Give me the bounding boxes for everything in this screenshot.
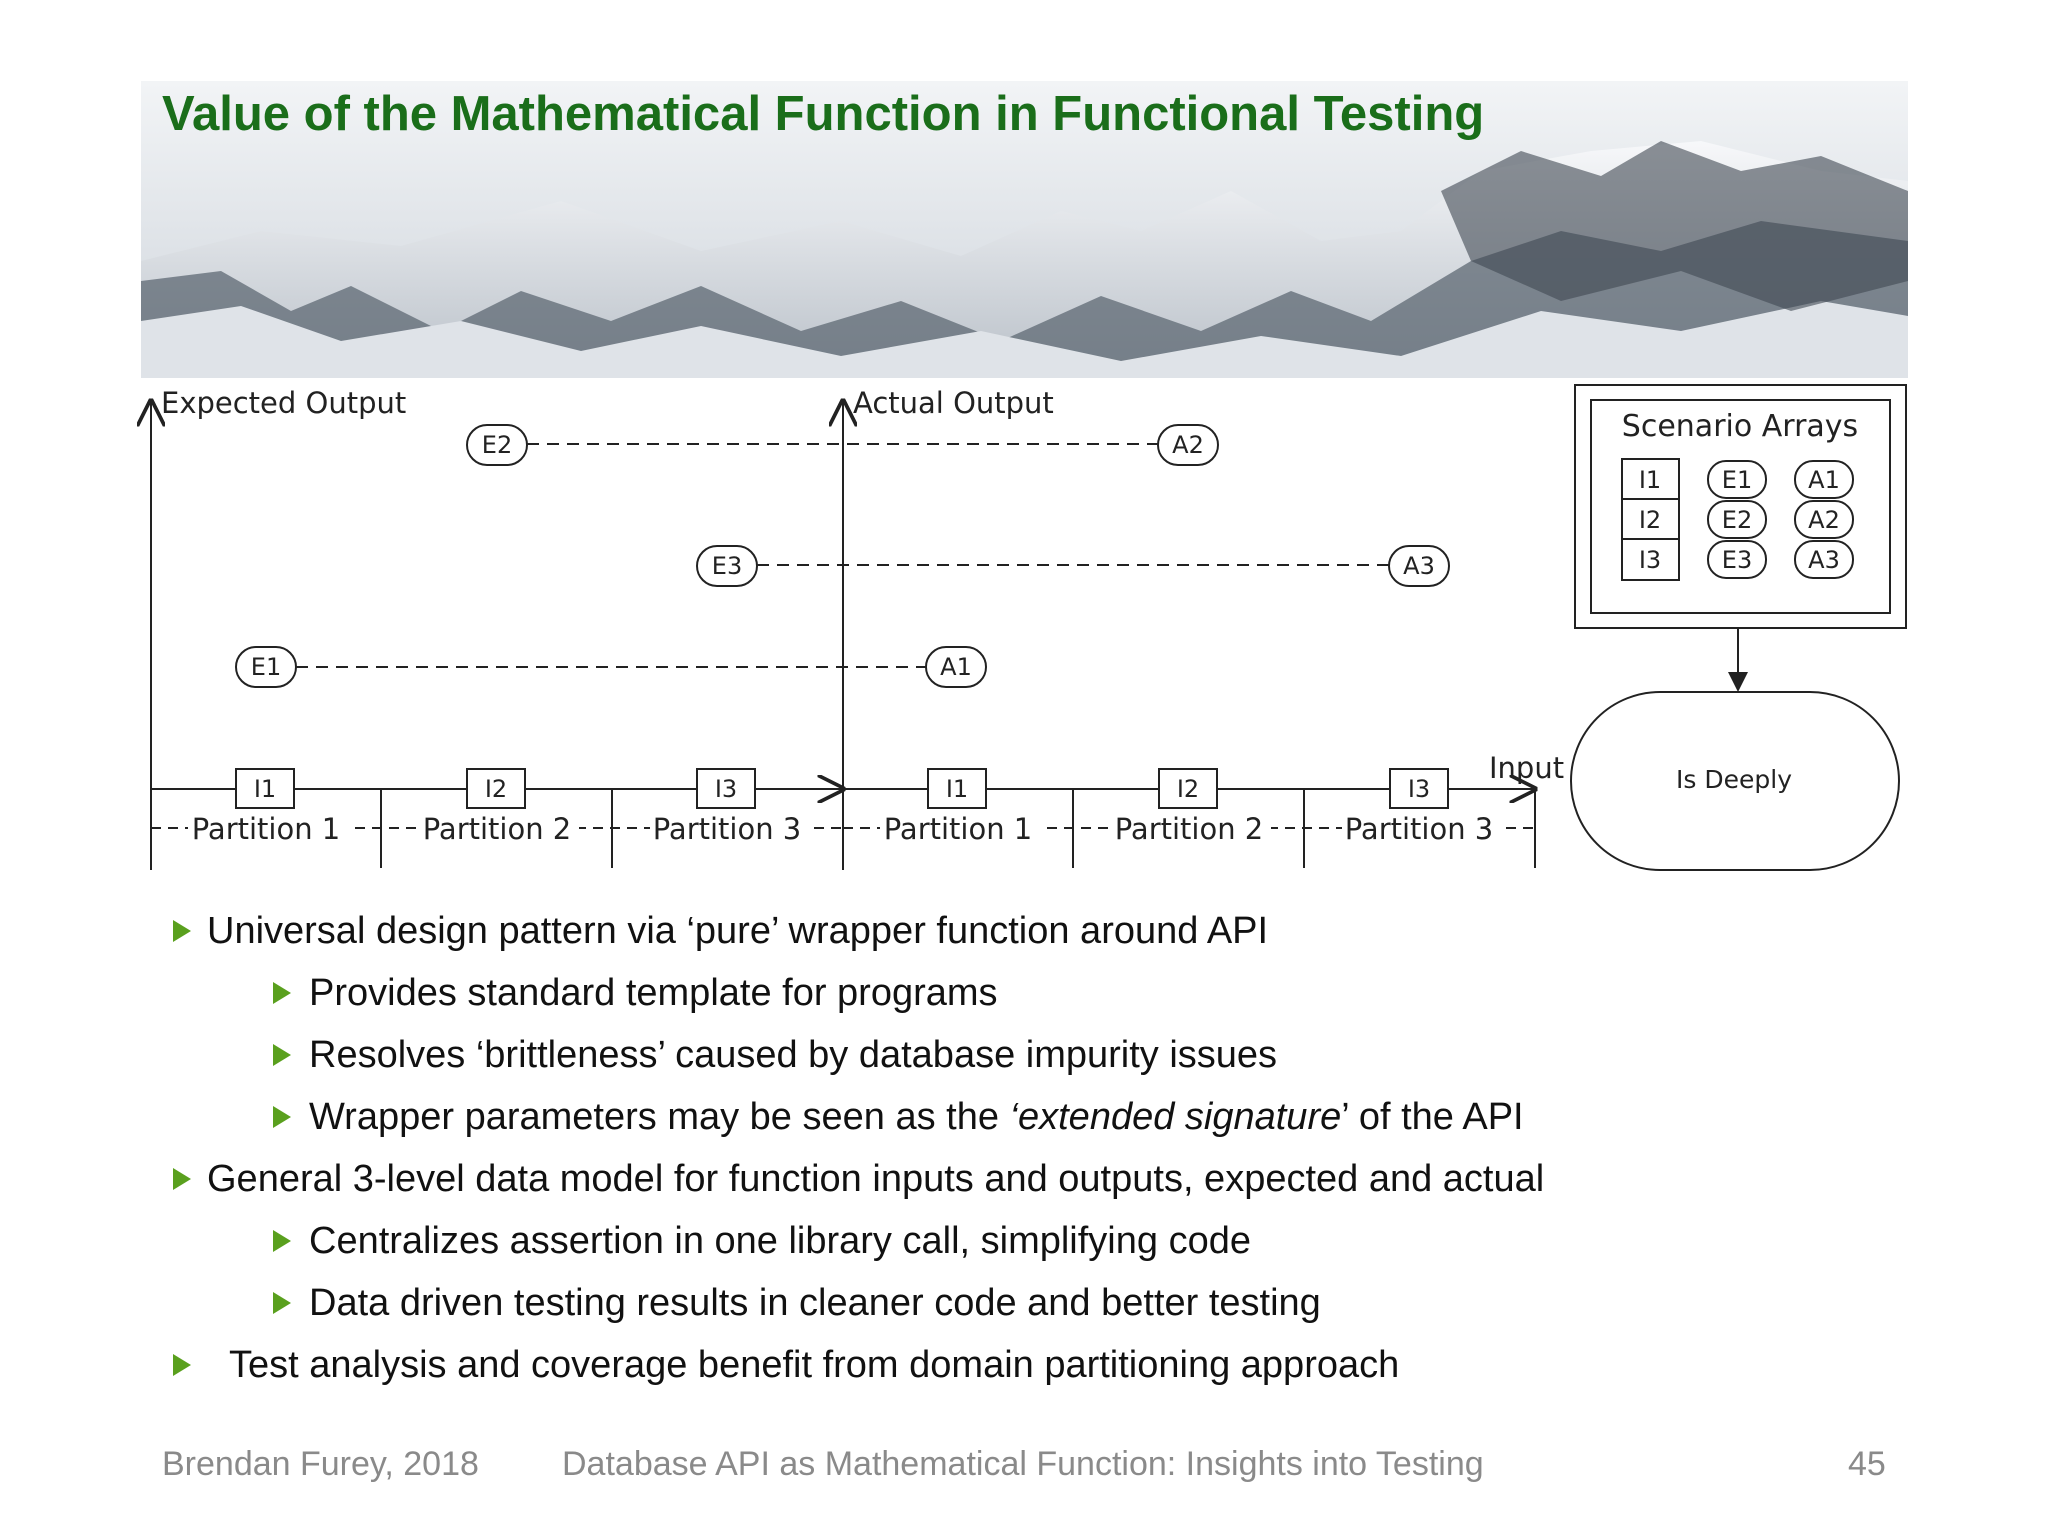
expected-node-e2: E2 [482, 431, 512, 459]
scenario-expected-e3: E3 [1722, 546, 1752, 574]
bullet-1-3-text: Wrapper parameters may be seen as the [309, 1096, 1010, 1138]
expected-output-axis-label: Expected Output [161, 386, 406, 420]
scenario-actual-a2: A2 [1808, 506, 1840, 534]
bullet-arrow-icon [173, 1354, 191, 1376]
bullet-1-3-italic: ‘extended signature [1010, 1096, 1342, 1138]
scenario-input-i2: I2 [1639, 506, 1661, 534]
right-input-box-3: I3 [1408, 775, 1430, 803]
bullet-arrow-icon [273, 1044, 291, 1066]
bullet-1-1: Provides standard template for programs [309, 972, 998, 1015]
scenario-input-i1: I1 [1639, 466, 1661, 494]
bullet-1-text: Universal design pattern via ‘pure’ wrap… [207, 910, 1268, 952]
left-input-box-2: I2 [485, 775, 507, 803]
bullet-arrow-icon [273, 1106, 291, 1128]
bullet-arrow-icon [273, 1292, 291, 1314]
actual-node-a1: A1 [940, 653, 972, 681]
footer-author: Brendan Furey, 2018 [162, 1445, 479, 1484]
left-input-box-1: I1 [254, 775, 276, 803]
bullet-2-2: Data driven testing results in cleaner c… [309, 1282, 1321, 1325]
bullet-2-text: General 3-level data model for function … [207, 1158, 1544, 1200]
actual-node-a3: A3 [1403, 552, 1435, 580]
bullet-1: Universal design pattern via ‘pure’ wrap… [207, 910, 1268, 953]
bullet-arrow-icon [273, 982, 291, 1004]
bullet-2: General 3-level data model for function … [207, 1158, 1544, 1201]
scenario-actual-a3: A3 [1808, 546, 1840, 574]
is-deeply-label: Is Deeply [1676, 765, 1792, 794]
right-partition-3-label: Partition 3 [1345, 812, 1494, 846]
left-partition-1-label: Partition 1 [192, 812, 341, 846]
expected-node-e3: E3 [712, 552, 742, 580]
bullet-1-2: Resolves ‘brittleness’ caused by databas… [309, 1034, 1277, 1077]
bullet-1-3-text-after: ’ of the API [1341, 1096, 1523, 1138]
bullet-arrow-icon [173, 920, 191, 942]
expected-node-e1: E1 [251, 653, 281, 681]
bullet-1-2-text: Resolves ‘brittleness’ caused by databas… [309, 1034, 1277, 1076]
input-axis-label: Input [1489, 751, 1564, 785]
bullet-2-2-text: Data driven testing results in cleaner c… [309, 1282, 1321, 1324]
scenario-expected-e2: E2 [1722, 506, 1752, 534]
scenario-expected-e1: E1 [1722, 466, 1752, 494]
footer-page-number: 45 [1848, 1445, 1886, 1484]
bullet-arrow-icon [273, 1230, 291, 1252]
right-input-box-1: I1 [946, 775, 968, 803]
bullet-arrow-icon [173, 1168, 191, 1190]
bullet-3: Test analysis and coverage benefit from … [229, 1344, 1399, 1387]
actual-node-a2: A2 [1172, 431, 1204, 459]
bullet-2-1: Centralizes assertion in one library cal… [309, 1220, 1251, 1263]
right-partition-1-label: Partition 1 [884, 812, 1033, 846]
scenario-actual-a1: A1 [1808, 466, 1840, 494]
right-partition-2-label: Partition 2 [1115, 812, 1264, 846]
left-input-box-3: I3 [715, 775, 737, 803]
bullet-1-1-text: Provides standard template for programs [309, 972, 998, 1014]
right-input-box-2: I2 [1177, 775, 1199, 803]
bullet-1-3: Wrapper parameters may be seen as the ‘e… [309, 1096, 1524, 1139]
scenario-arrays-title: Scenario Arrays [1622, 409, 1858, 444]
actual-output-axis-label: Actual Output [853, 386, 1054, 420]
scenario-input-i3: I3 [1639, 546, 1661, 574]
left-partition-3-label: Partition 3 [653, 812, 802, 846]
footer-talk-title: Database API as Mathematical Function: I… [562, 1445, 1484, 1484]
bullet-2-1-text: Centralizes assertion in one library cal… [309, 1220, 1251, 1262]
bullet-3-text: Test analysis and coverage benefit from … [229, 1344, 1399, 1386]
left-partition-2-label: Partition 2 [423, 812, 572, 846]
